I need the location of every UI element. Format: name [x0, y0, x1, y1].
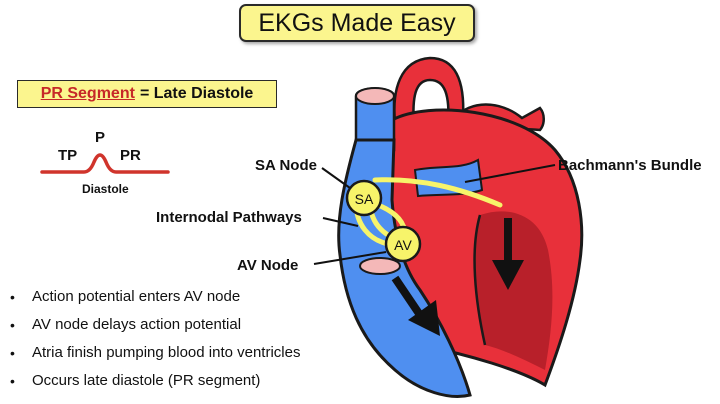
bullet-text: Occurs late diastole (PR segment) — [32, 372, 261, 389]
bullet-text: Atria finish pumping blood into ventricl… — [32, 344, 301, 361]
svc-opening — [355, 87, 395, 105]
av-node-leader — [313, 251, 387, 265]
bullet-item: • Action potential enters AV node — [10, 286, 300, 314]
av-node-circle-label: AV — [394, 237, 412, 253]
bullet-text: AV node delays action potential — [32, 316, 242, 333]
p-label: P — [95, 129, 105, 146]
sa-node-circle — [345, 179, 383, 217]
bullet-dot: • — [10, 345, 15, 361]
bullet-dot: • — [10, 373, 15, 389]
page-title: EKGs Made Easy — [258, 8, 456, 37]
tp-label: TP — [58, 147, 77, 164]
internodal-pathways-label: Internodal Pathways — [156, 209, 302, 226]
pr-segment-definition: = Late Diastole — [139, 85, 254, 102]
right-ventricle-arrow-shaft — [391, 275, 426, 321]
sa-node-leader — [321, 167, 351, 189]
waveform-line — [40, 153, 170, 174]
internodal-leader — [322, 217, 359, 227]
bullet-text: Action potential enters AV node — [32, 288, 241, 305]
bachmann-leader — [464, 164, 556, 183]
bullet-item: • Occurs late diastole (PR segment) — [10, 370, 300, 398]
title-box: EKGs Made Easy — [239, 4, 475, 42]
pr-segment-box: PR Segment = Late Diastole — [17, 80, 277, 108]
bachmanns-bundle-label: Bachmann's Bundle — [558, 157, 702, 174]
bullet-list: • Action potential enters AV node • AV nod… — [10, 286, 300, 398]
right-ventricle-arrow-head — [408, 300, 440, 336]
bullet-dot: • — [10, 289, 15, 305]
left-ventricle-arrow-head — [492, 260, 524, 290]
left-ventricle-shading — [474, 211, 553, 370]
pr-segment-term: PR Segment — [40, 85, 135, 102]
sa-node-label: SA Node — [255, 157, 317, 174]
bullet-item: • Atria finish pumping blood into ventric… — [10, 342, 300, 370]
bullet-dot: • — [10, 317, 15, 333]
bachmanns-bundle-path — [372, 177, 503, 208]
pr-label: PR — [120, 147, 141, 164]
ivc-opening — [359, 257, 401, 275]
pulmonary-vein — [413, 158, 484, 198]
sa-node-circle-label: SA — [355, 191, 374, 207]
av-node-label: AV Node — [237, 257, 298, 274]
septum-line — [473, 214, 487, 346]
diastole-label: Diastole — [82, 182, 129, 196]
bullet-item: • AV node delays action potential — [10, 314, 300, 342]
pr-waveform: TP P PR Diastole — [40, 129, 170, 196]
av-node-circle — [384, 225, 422, 263]
